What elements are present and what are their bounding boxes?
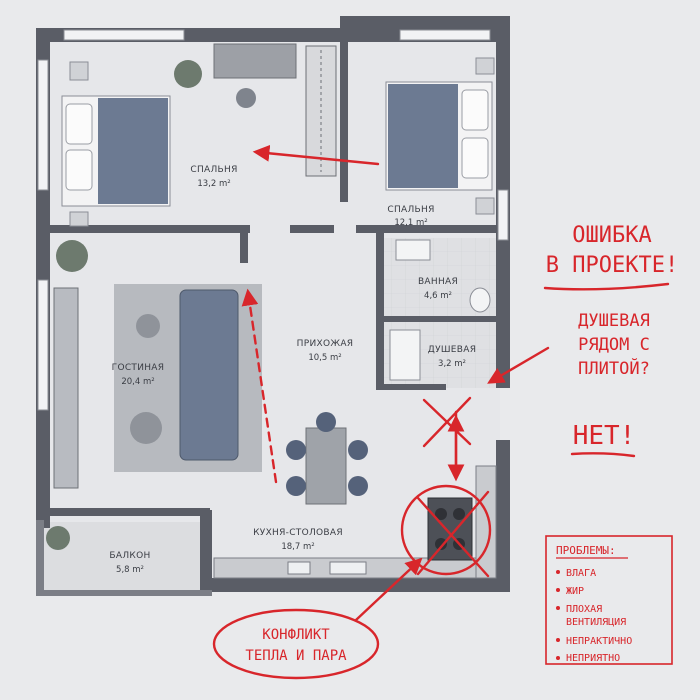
answer-text: НЕТ!	[573, 421, 636, 451]
stove-cross-a	[416, 496, 490, 578]
bedroom2-name: СПАЛЬНЯ	[387, 205, 434, 215]
stove-cross-b	[416, 490, 490, 576]
hall-area: 10,5 m²	[308, 353, 341, 363]
arrow-to-bedroom	[252, 144, 380, 166]
problem-item: ЖИР	[566, 586, 584, 597]
bath-name: ВАННАЯ	[418, 277, 458, 287]
windows	[37, 29, 509, 411]
stove-circle	[400, 484, 492, 576]
conflict-ellipse	[212, 608, 380, 680]
kitchen-name: КУХНЯ-СТОЛОВАЯ	[253, 528, 343, 538]
error-underline	[543, 282, 670, 291]
red-markup	[212, 144, 673, 680]
question-line1: ДУШЕВАЯ	[578, 311, 650, 331]
cross-b	[422, 396, 472, 448]
annotation-text: ОШИБКА В ПРОЕКТЕ! ДУШЕВАЯ РЯДОМ С ПЛИТОЙ…	[245, 223, 678, 664]
living-name: ГОСТИНАЯ	[112, 363, 165, 373]
bath-area: 4,6 m²	[424, 291, 452, 301]
problems-box	[545, 535, 673, 665]
problems-title: ПРОБЛЕМЫ:	[556, 544, 616, 557]
arrow-to-stove	[354, 557, 423, 622]
problem-item: НЕПРИЯТНО	[566, 653, 620, 664]
answer-underline	[570, 452, 636, 458]
problems-list: ПРОБЛЕМЫ: ВЛАГА ЖИР ПЛОХАЯ ВЕНТИЛЯЦИЯ НЕ…	[556, 544, 632, 664]
bedroom1-area: 13,2 m²	[197, 179, 230, 189]
question-line3: ПЛИТОЙ?	[578, 357, 650, 379]
problem-item: НЕПРАКТИЧНО	[566, 636, 632, 647]
balcony-area: 5,8 m²	[116, 565, 144, 575]
conflict-line2: ТЕПЛА И ПАРА	[245, 648, 347, 664]
question-line2: РЯДОМ С	[578, 335, 650, 355]
shower-name: ДУШЕВАЯ	[428, 345, 477, 355]
problem-item: ВЛАГА	[566, 568, 596, 579]
error-line2: В ПРОЕКТЕ!	[546, 253, 678, 278]
problem-item: ПЛОХАЯ	[566, 604, 602, 615]
kitchen-area: 18,7 m²	[281, 542, 314, 552]
conflict-line1: КОНФЛИКТ	[262, 627, 330, 643]
bedroom2-area: 12,1 m²	[394, 218, 427, 228]
problem-item: ВЕНТИЛЯЦИЯ	[566, 617, 626, 628]
shower-area: 3,2 m²	[438, 359, 466, 369]
hall-name: ПРИХОЖАЯ	[297, 339, 354, 349]
room-labels: СПАЛЬНЯ 13,2 m² СПАЛЬНЯ 12,1 m² ГОСТИНАЯ…	[109, 165, 476, 575]
balcony-name: БАЛКОН	[109, 551, 150, 561]
living-area: 20,4 m²	[121, 377, 154, 387]
dashed-arrow	[241, 288, 278, 484]
bedroom1-name: СПАЛЬНЯ	[190, 165, 237, 175]
error-line1: ОШИБКА	[572, 223, 651, 248]
arrow-to-shower	[487, 346, 550, 384]
furniture	[46, 43, 497, 579]
